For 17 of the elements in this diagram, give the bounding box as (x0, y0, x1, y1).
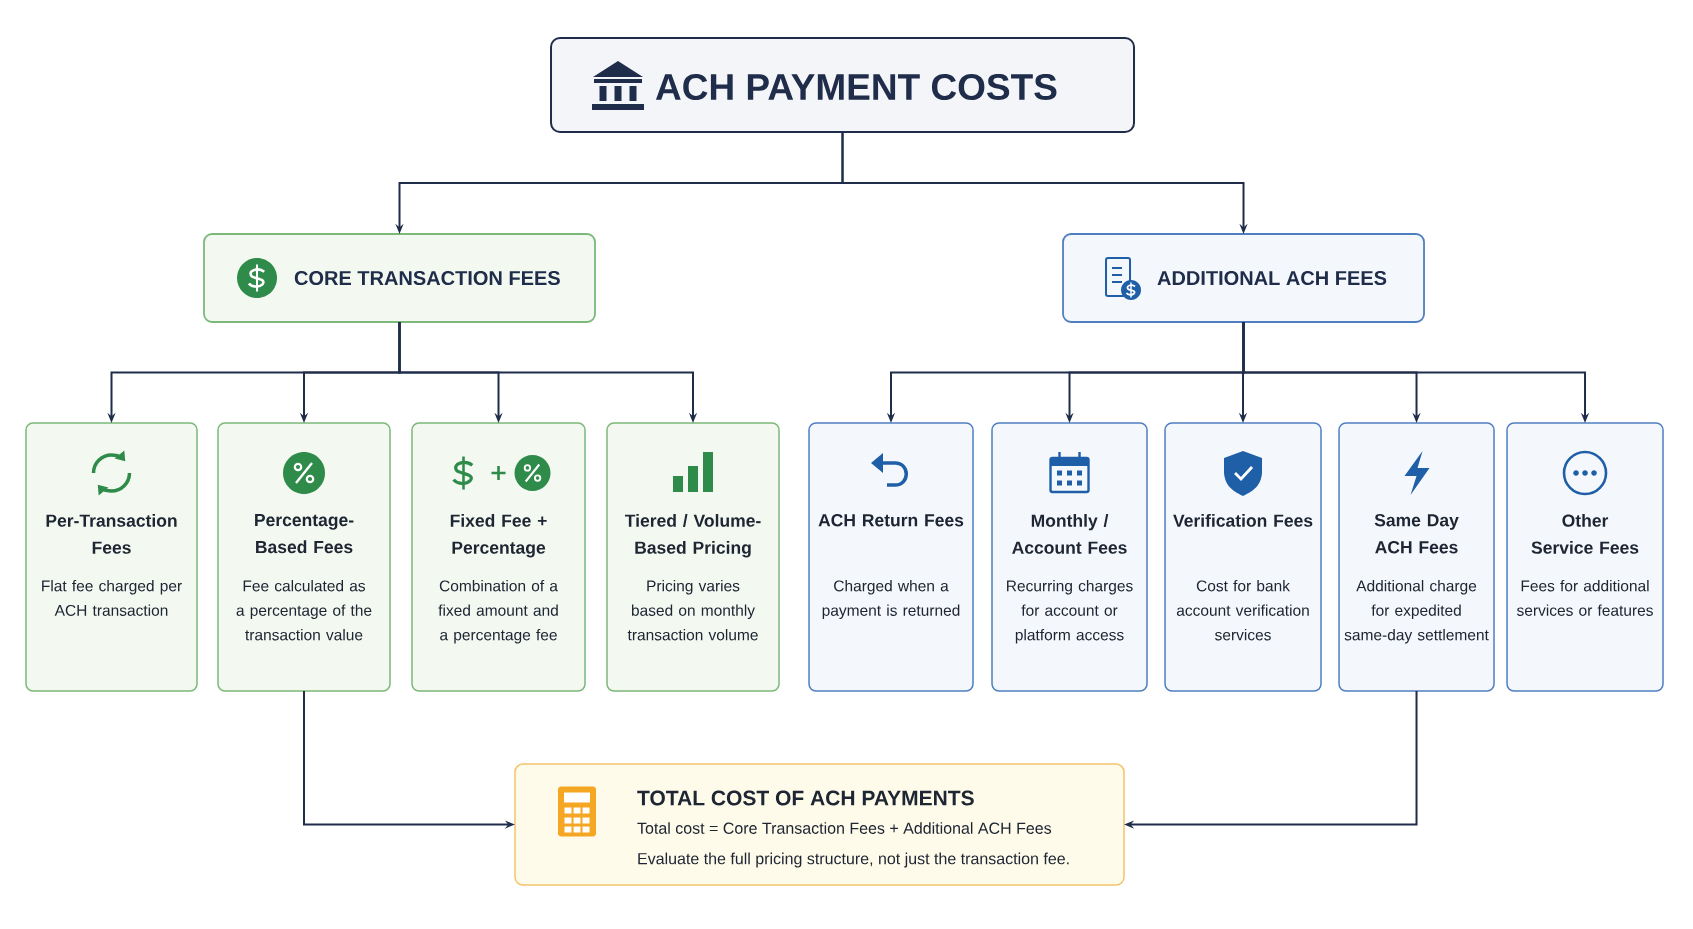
node-label: Charged when a payment is returned (822, 580, 960, 619)
category-box: CORE TRANSACTION FEES (203, 233, 596, 323)
fee-box: Per-Transaction Fees Flat fee charged per ACH transaction (25, 422, 198, 692)
category-box: ADDITIONAL ACH FEES (1062, 233, 1425, 323)
fee-box: Tiered / Volume-Based Pricing Pricing varies based on monthly transaction volume (606, 422, 780, 692)
fee-box: Verification Fees Cost for bank account verification services (1164, 422, 1322, 692)
node-label: ACH Return Fees (818, 514, 964, 527)
fee-box: ACH Return Fees Charged when a payment is returned (808, 422, 974, 692)
fee-box: Other Service Fees Fees for additional services or features (1506, 422, 1664, 692)
node-label: Verification Fees (1173, 514, 1313, 527)
node-label: Cost for bank account verification services (1176, 580, 1309, 641)
fee-box: Monthly / Account Fees Recurring charges for account or platform access (991, 422, 1148, 692)
fee-box: Fixed Fee + Percentage Combination of a fixed amount and a percentage fee (411, 422, 586, 692)
fee-box: Same Day ACH Fees Additional charge for expedited same-day settlement (1338, 422, 1495, 692)
fee-box: Percentage-Based Fees Fee calculated as a percentage of the transaction value (217, 422, 391, 692)
total-box: TOTAL COST OF ACH PAYMENTS Total cost = Core Transaction Fees + Additional ACH Fees Evaluate the full pricing structure, not just the transaction fee. (514, 763, 1125, 886)
title-box: ACH PAYMENT COSTS (550, 37, 1135, 133)
